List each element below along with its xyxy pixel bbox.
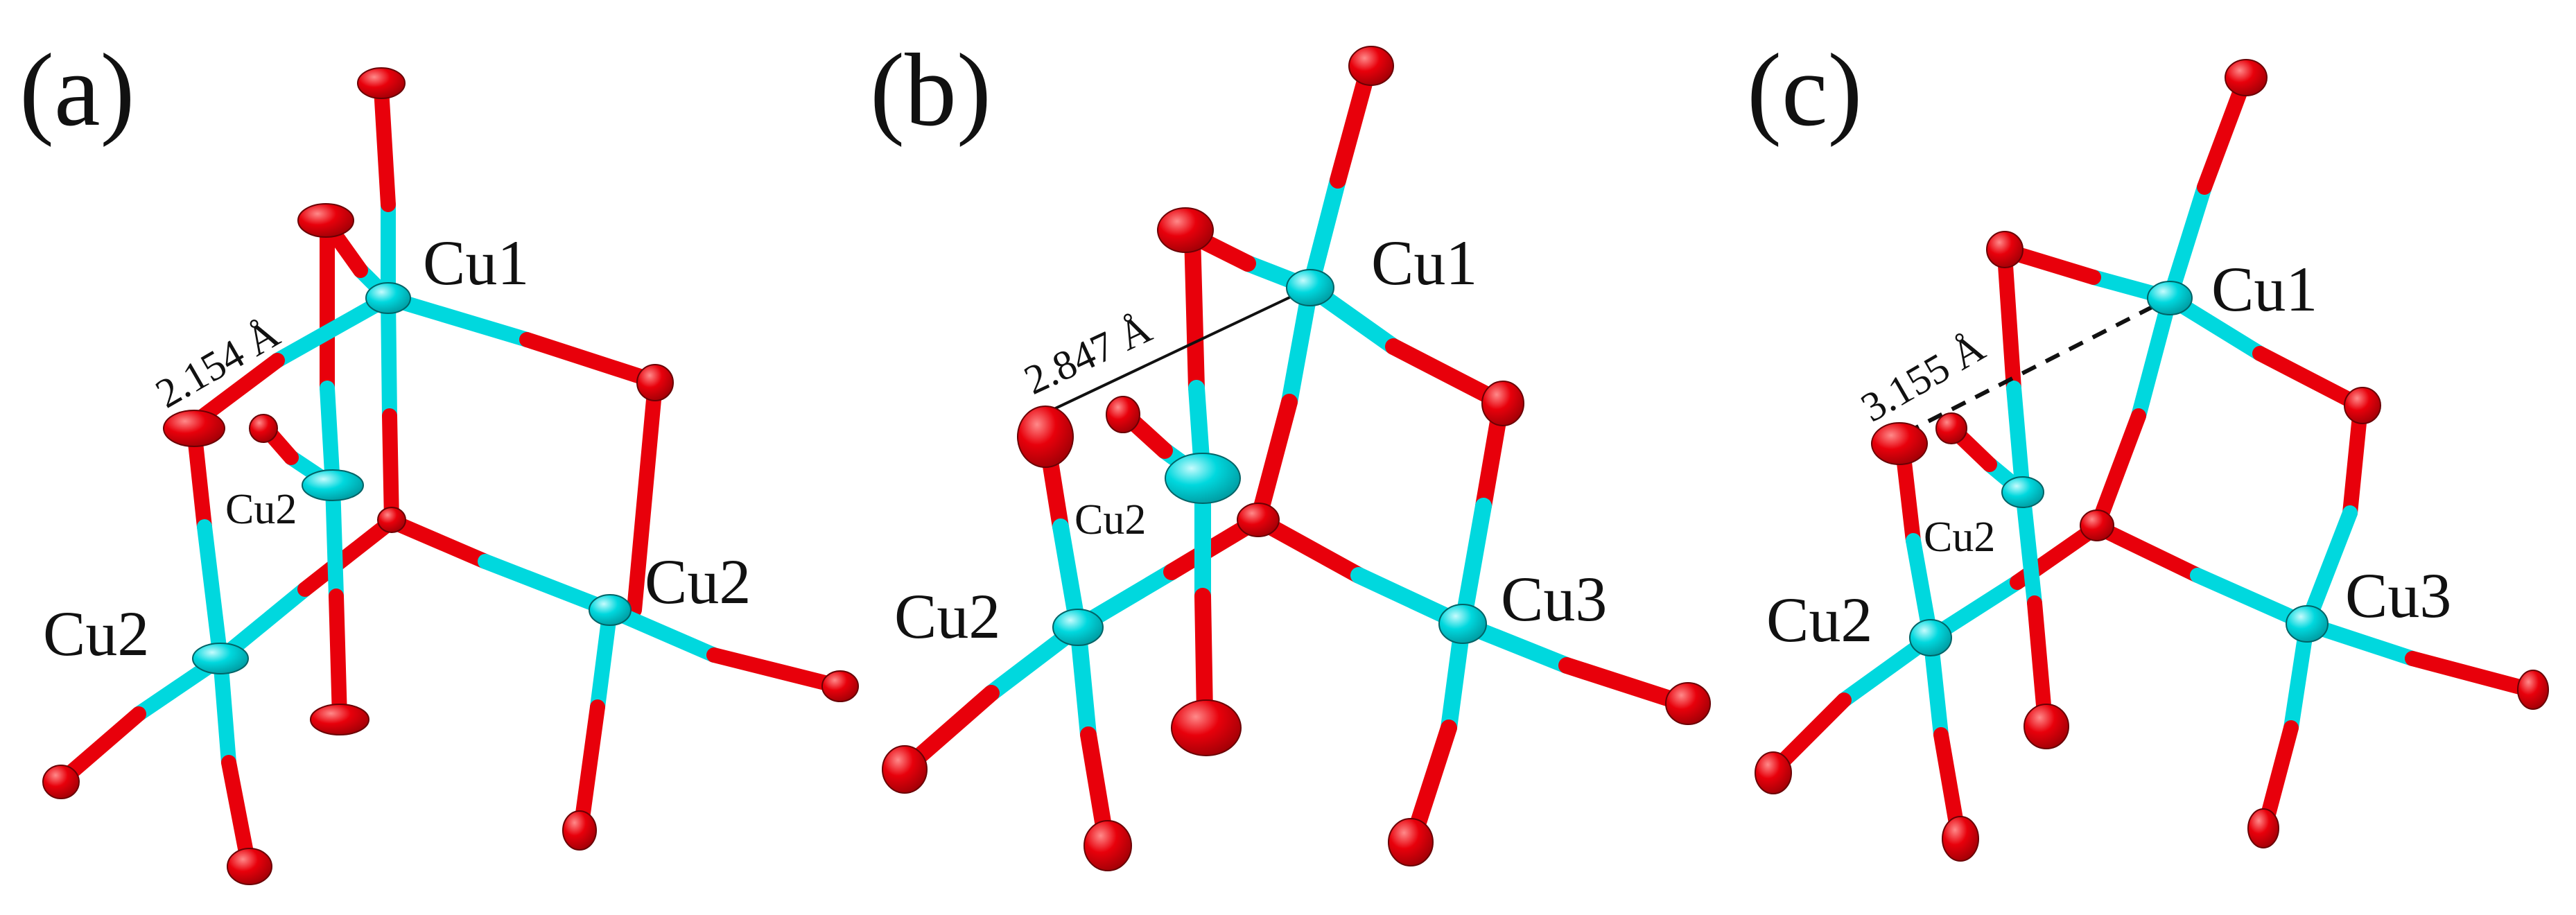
oxygen-atom xyxy=(1935,412,1967,444)
copper-atoms xyxy=(192,282,632,674)
atoms xyxy=(42,67,859,885)
panel-b: (b) Cu1 Cu3 Cu2 Cu2 2.847 Å xyxy=(870,33,1711,871)
panel-label: (b) xyxy=(870,33,991,148)
oxygen-atom xyxy=(636,364,674,401)
distance-label: 3.155 Å xyxy=(1854,324,1992,430)
oxygen-atom xyxy=(357,67,406,99)
bonds xyxy=(55,81,846,871)
oxygen-atom xyxy=(310,704,369,735)
copper-atom xyxy=(2001,476,2044,508)
copper-atom xyxy=(2147,281,2193,315)
oxygen-atom xyxy=(2225,59,2268,96)
copper-atom xyxy=(1052,609,1104,646)
copper-atom xyxy=(365,282,411,314)
copper-atom xyxy=(1165,453,1241,504)
atom-label-top: Cu1 xyxy=(2211,254,2317,324)
oxygen-atom xyxy=(1348,46,1394,86)
oxygen-atom xyxy=(1481,381,1524,426)
distance-line xyxy=(1904,296,2171,435)
oxygen-atom xyxy=(2080,509,2114,541)
oxygen-atom xyxy=(227,848,272,885)
panel-label: (c) xyxy=(1747,33,1862,148)
oxygen-atom xyxy=(163,410,225,447)
oxygen-atom xyxy=(1942,816,1979,862)
atom-label-right: Cu2 xyxy=(645,546,751,617)
bonds xyxy=(1767,72,2538,843)
oxygen-atom xyxy=(1017,406,1074,468)
oxygen-atom xyxy=(1871,422,1928,465)
oxygen-atom xyxy=(249,414,278,443)
copper-atom xyxy=(1286,269,1334,306)
oxygen-atom xyxy=(1084,820,1132,871)
copper-atom xyxy=(2286,605,2329,643)
oxygen-atom xyxy=(1106,396,1140,433)
oxygen-atom xyxy=(1388,818,1434,866)
oxygen-atom xyxy=(297,203,354,238)
panel-label: (a) xyxy=(19,33,134,148)
oxygen-atom xyxy=(2344,387,2381,424)
atom-label-inner: Cu2 xyxy=(1074,496,1146,543)
atom-label-left: Cu2 xyxy=(43,598,149,669)
copper-atoms xyxy=(1052,269,1487,646)
oxygen-atom xyxy=(562,810,597,851)
oxygen-atom xyxy=(42,765,80,799)
oxygen-atom xyxy=(1171,699,1242,756)
oxygen-atom xyxy=(2247,808,2279,848)
atom-label-left: Cu2 xyxy=(1766,584,1872,655)
copper-atom xyxy=(1438,604,1487,644)
atom-label-top: Cu1 xyxy=(423,227,529,298)
atom-label-inner: Cu2 xyxy=(1924,514,1995,561)
atoms xyxy=(1755,59,2549,862)
distance-label: 2.847 Å xyxy=(1018,305,1158,403)
oxygen-atom xyxy=(1665,682,1711,725)
atoms xyxy=(882,46,1711,871)
atom-label-top: Cu1 xyxy=(1371,227,1477,298)
atom-label-inner: Cu2 xyxy=(225,486,297,533)
atom-label-right: Cu3 xyxy=(2345,560,2451,631)
oxygen-atom xyxy=(377,507,406,533)
atom-label-right: Cu3 xyxy=(1501,564,1607,634)
atom-label-left: Cu2 xyxy=(894,581,1000,652)
copper-atom xyxy=(589,594,632,626)
oxygen-atom xyxy=(2024,704,2069,749)
distance-line xyxy=(1046,286,1311,414)
copper-atom xyxy=(192,643,249,674)
oxygen-atom xyxy=(882,745,928,794)
copper-atom xyxy=(1909,619,1952,656)
oxygen-atom xyxy=(821,670,859,702)
oxygen-atom xyxy=(1986,231,2024,268)
oxygen-atom xyxy=(1157,207,1214,253)
panel-c: (c) Cu1 Cu3 Cu2 Cu2 3.155 Å xyxy=(1747,33,2549,862)
oxygen-atom xyxy=(1755,751,1792,794)
oxygen-atom xyxy=(1237,503,1280,537)
panel-a: (a) Cu1 Cu2 Cu2 Cu2 2.154 Å xyxy=(19,33,859,885)
copper-atoms xyxy=(1909,281,2329,656)
copper-atom xyxy=(302,469,364,501)
oxygen-atom xyxy=(2517,670,2549,710)
